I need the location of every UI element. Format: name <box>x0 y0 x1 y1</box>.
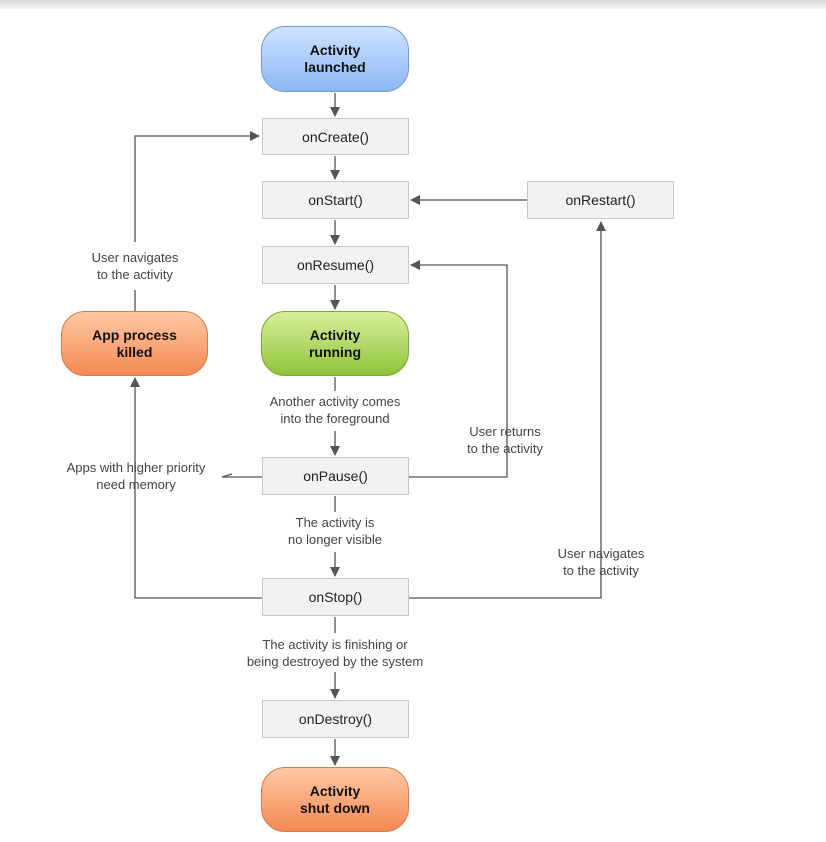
ondestroy-box: onDestroy() <box>262 700 409 738</box>
arrow-stop-to-restart <box>409 221 606 599</box>
activity-running-state: Activity running <box>261 311 409 376</box>
onresume-box: onResume() <box>262 246 409 284</box>
arrow-label-to-create <box>134 131 260 242</box>
onpause-box: onPause() <box>262 457 409 495</box>
label-no-longer-visible: The activity is no longer visible <box>288 515 382 547</box>
arrow-pause-to-resume <box>409 260 508 478</box>
label-higher-priority: Apps with higher priority need memory <box>66 460 206 492</box>
activity-launched-label: Activity launched <box>304 42 366 75</box>
onrestart-label: onRestart() <box>565 192 636 208</box>
label-finishing: The activity is finishing or being destr… <box>246 637 424 669</box>
window-top-bar <box>0 0 826 9</box>
app-process-killed-state: App process killed <box>61 311 208 376</box>
onrestart-box: onRestart() <box>527 181 674 219</box>
onpause-label: onPause() <box>303 468 368 484</box>
activity-shut-down-label: Activity shut down <box>300 782 370 816</box>
label-user-navigates-right: User navigates to the activity <box>557 546 645 578</box>
label-user-navigates-left: User navigates to the activity <box>91 250 179 282</box>
ondestroy-label: onDestroy() <box>298 711 373 727</box>
onstop-label: onStop() <box>308 589 363 605</box>
onstop-box: onStop() <box>262 578 409 616</box>
label-another-activity: Another activity comes into the foregrou… <box>269 394 401 426</box>
oncreate-label: onCreate() <box>302 128 369 145</box>
app-process-killed-label: App process killed <box>92 326 177 360</box>
onstart-label: onStart() <box>308 192 363 208</box>
activity-running-label: Activity running <box>308 326 362 360</box>
arrow-stop-to-killed <box>130 377 262 599</box>
oncreate-box: onCreate() <box>262 118 409 155</box>
activity-shut-down-state: Activity shut down <box>261 767 409 832</box>
activity-launched-state: Activity launched <box>261 26 409 92</box>
line-pause-to-killed <box>221 473 262 478</box>
onresume-label: onResume() <box>296 257 375 273</box>
onstart-box: onStart() <box>262 181 409 219</box>
label-user-returns: User returns to the activity <box>467 424 543 456</box>
